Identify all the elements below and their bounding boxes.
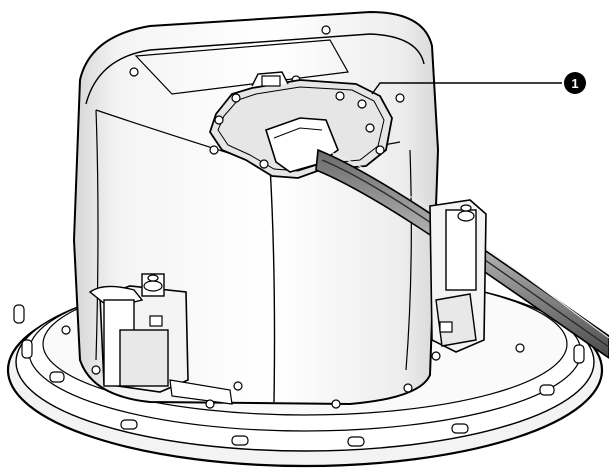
callout-leader-line <box>371 82 562 95</box>
left-mounting-clamp <box>88 273 233 405</box>
callout-number: 1 <box>571 76 578 91</box>
ring-screws <box>61 325 525 409</box>
terminal-cover-plate <box>209 71 393 179</box>
right-mounting-clamp <box>429 199 487 353</box>
callout-1: 1 <box>371 72 586 95</box>
callout-badge <box>564 72 586 94</box>
